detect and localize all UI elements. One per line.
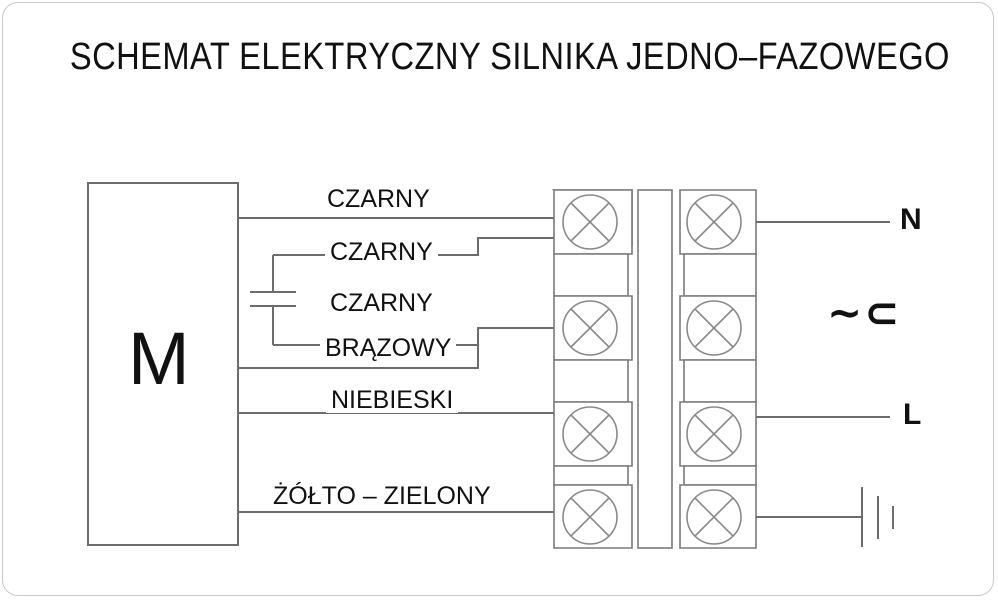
supply-label-neutral: N xyxy=(900,203,922,236)
screw-terminal-left-2[interactable] xyxy=(562,300,618,356)
terminal-right-row4 xyxy=(679,484,757,549)
wire-label-czarny-3: CZARNY xyxy=(325,291,438,316)
motor-symbol-label: M xyxy=(128,317,190,400)
screw-terminal-left-4[interactable] xyxy=(562,489,618,545)
terminal-left-row2-stem xyxy=(553,359,629,403)
screw-terminal-right-1[interactable] xyxy=(686,194,742,250)
screw-terminal-right-2[interactable] xyxy=(686,300,742,356)
wire-label-zolto-zielony: ŻÓŁTO – ZIELONY xyxy=(268,484,496,509)
wire-label-brazowy: BRĄZOWY xyxy=(320,336,457,361)
terminal-left-row1-stem xyxy=(553,253,629,297)
earth-ground-icon xyxy=(861,487,894,547)
wire-label-czarny-2: CZARNY xyxy=(325,240,438,265)
terminal-left-row4 xyxy=(553,484,633,549)
screw-terminal-right-3[interactable] xyxy=(686,406,742,462)
terminal-left-row3-stem xyxy=(553,465,629,486)
wire-label-niebieski: NIEBIESKI xyxy=(326,388,459,413)
page-title: SCHEMAT ELEKTRYCZNY SILNIKA JEDNO–FAZOWE… xyxy=(69,36,950,78)
terminal-left-row2 xyxy=(553,295,633,361)
wire-label-czarny-1: CZARNY xyxy=(322,187,435,212)
terminal-center-bar xyxy=(637,189,673,549)
terminal-right-row2 xyxy=(679,295,757,361)
screw-terminal-left-3[interactable] xyxy=(562,406,618,462)
terminal-left-row3 xyxy=(553,401,633,467)
terminal-right-row1 xyxy=(679,189,757,255)
terminal-left-row1 xyxy=(553,189,633,255)
terminal-right-row3-stem xyxy=(683,465,757,486)
terminal-right-row3 xyxy=(679,401,757,467)
supply-label-line: L xyxy=(903,398,922,431)
terminal-right-row2-stem xyxy=(683,359,757,403)
screw-terminal-right-4[interactable] xyxy=(686,489,742,545)
screw-terminal-left-1[interactable] xyxy=(562,194,618,250)
ac-supply-icon: ∼⊂ xyxy=(827,289,902,336)
wire-brazowy xyxy=(238,345,479,369)
terminal-right-row1-stem xyxy=(683,253,757,297)
motor-box xyxy=(87,182,239,546)
